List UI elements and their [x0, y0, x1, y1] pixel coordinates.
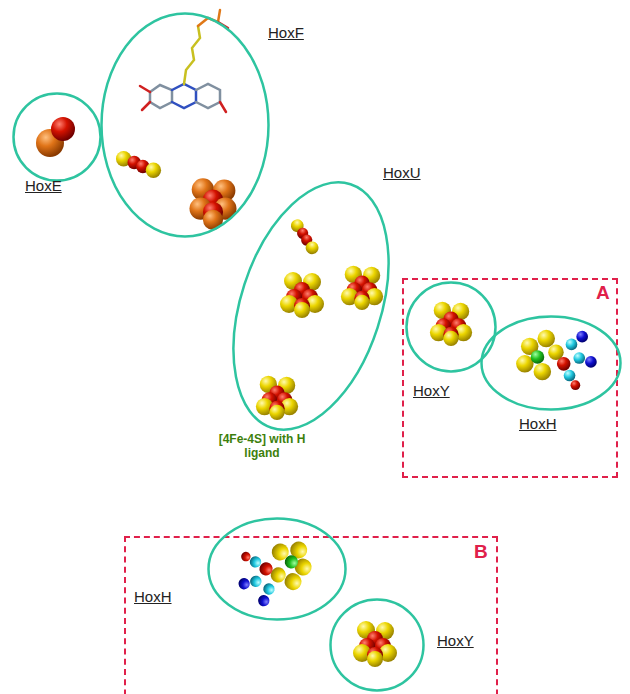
ellipse-outline [480, 315, 622, 411]
ellipse-outline [207, 517, 347, 621]
subunit-name: HoxU [383, 164, 421, 182]
region-letter: A [596, 283, 610, 303]
subunit-circle: HoxY [329, 598, 425, 692]
ellipse-outline [329, 598, 425, 692]
ellipse-outline [331, 600, 424, 691]
subunit-circle: HoxY [405, 281, 497, 373]
ellipse-outline [209, 519, 346, 620]
subunit-ellipse: HoxU [218, 178, 404, 434]
subunit-name: HoxY [413, 382, 450, 400]
subunit-ellipse: HoxH [207, 517, 347, 621]
subunit-name: HoxH [134, 588, 172, 606]
ellipse-outline [100, 12, 270, 238]
ellipse-outline [218, 178, 404, 434]
region-letter: B [474, 542, 488, 562]
subunit-ellipse: HoxH [480, 315, 622, 411]
ellipse-outline [14, 94, 101, 181]
ellipse-outline [482, 317, 621, 410]
ellipse-outline [102, 14, 269, 237]
ellipse-outline [12, 92, 102, 182]
dashed-region: B HoxH HoxY [124, 536, 498, 694]
subunit-name: HoxY [437, 632, 474, 650]
subunit-name: HoxF [268, 24, 304, 42]
subunit-ellipse: HoxF [100, 12, 270, 238]
subunit-name: HoxE [25, 177, 62, 195]
ellipse-outline [205, 163, 417, 450]
cluster-note: [4Fe-4S] with H ligand [202, 432, 322, 460]
ellipse-outline [405, 281, 497, 373]
subunit-circle: HoxE [12, 92, 102, 182]
subunit-name: HoxH [519, 415, 557, 433]
dashed-region: A HoxY HoxH [402, 278, 618, 478]
